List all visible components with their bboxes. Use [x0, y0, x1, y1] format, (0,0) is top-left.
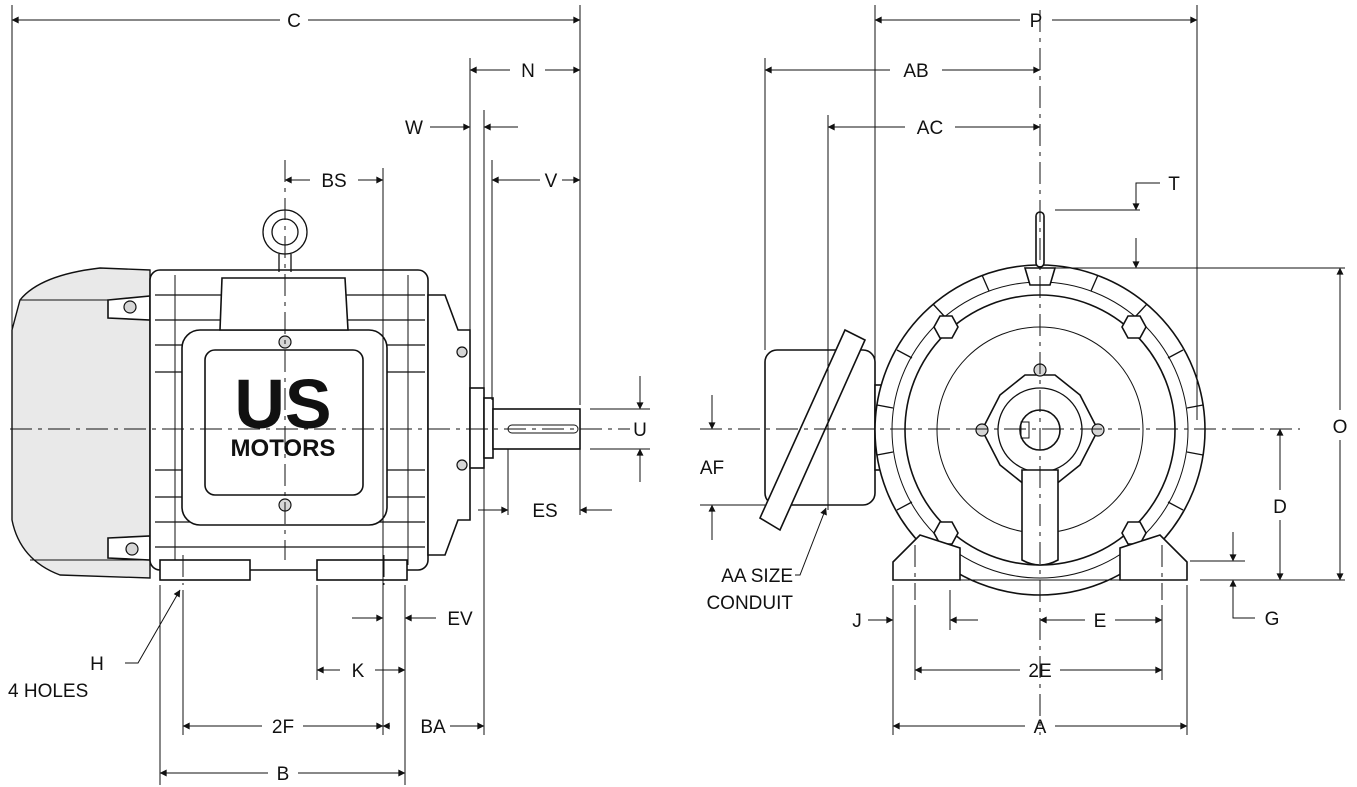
- dim-label-N: N: [521, 61, 535, 82]
- dim-label-D: D: [1273, 497, 1287, 518]
- dim-label-U: U: [633, 420, 647, 441]
- label-conduit: CONDUIT: [706, 593, 793, 614]
- dim-label-2F: 2F: [272, 717, 294, 738]
- side-view: US MOTORS: [8, 5, 650, 785]
- conduit-box-cover: [758, 328, 867, 532]
- dim-label-ES: ES: [532, 501, 557, 522]
- dim-label-W: W: [405, 118, 423, 139]
- mounting-foot-right: [316, 559, 408, 581]
- dim-label-K: K: [352, 661, 365, 682]
- dim-label-BS: BS: [321, 171, 346, 192]
- end-bracket: [427, 294, 471, 556]
- fan-cover-bolt-bottom: [107, 535, 151, 561]
- logo-us: US: [234, 365, 331, 443]
- dim-label-E: E: [1094, 611, 1107, 632]
- dim-label-H: H: [90, 654, 104, 675]
- dim-label-P: P: [1030, 11, 1043, 32]
- dim-label-AF: AF: [700, 458, 724, 479]
- dim-label-J: J: [852, 611, 862, 632]
- dim-label-V: V: [545, 171, 558, 192]
- logo-motors: MOTORS: [231, 435, 336, 462]
- dim-label-AB: AB: [903, 61, 928, 82]
- dim-label-AC: AC: [917, 118, 943, 139]
- note-4-holes: 4 HOLES: [8, 681, 88, 702]
- dim-label-T: T: [1168, 174, 1180, 195]
- bracket-bolts: [933, 315, 1147, 545]
- label-aa-size: AA SIZE: [721, 566, 793, 587]
- dim-label-C: C: [287, 11, 301, 32]
- dim-label-B: B: [277, 764, 290, 785]
- dim-label-BA: BA: [420, 717, 446, 738]
- dim-label-O: O: [1333, 417, 1348, 438]
- dim-label-2E: 2E: [1028, 661, 1051, 682]
- end-view: P AB AC T O AF D G AA SIZE CONDUIT: [700, 5, 1348, 738]
- dim-label-A: A: [1034, 717, 1047, 738]
- dim-label-EV: EV: [447, 609, 473, 630]
- mounting-foot-left: [159, 559, 251, 581]
- dim-label-G: G: [1265, 609, 1280, 630]
- fan-cover-bolt-top: [107, 295, 151, 321]
